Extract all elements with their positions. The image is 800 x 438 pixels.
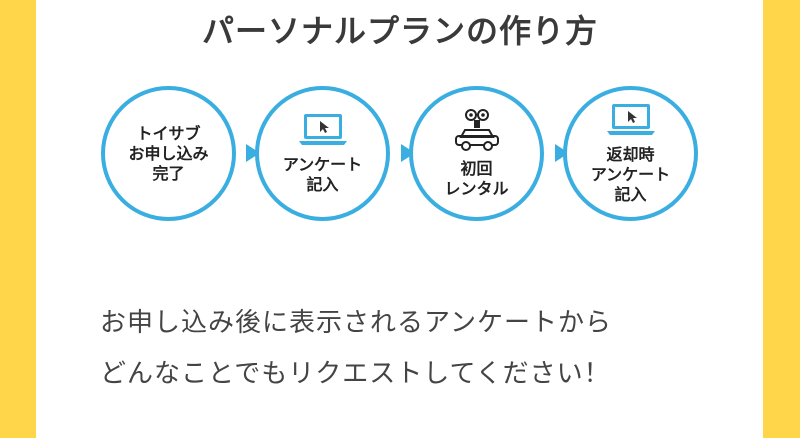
page-title: パーソナルプランの作り方 [201,12,598,50]
step-4-label: 返却時 アンケート 記入 [590,145,671,204]
yellow-border-left [0,0,36,438]
step-3-label: 初回 レンタル [444,159,509,198]
description-line-2: どんなことでもリクエストしてください！ [100,359,611,389]
step-1-circle: トイサブ お申し込み 完了 [101,86,236,221]
laptop-icon [298,112,348,153]
description: お申し込み後に表示されるアンケートから どんなことでもリクエストしてください！ [100,298,740,400]
step-2-circle: アンケート 記入 [255,86,390,221]
step-1-label: トイサブ お申し込み 完了 [128,123,209,183]
step-2-label: アンケート 記入 [282,155,363,194]
laptop-icon [606,102,656,143]
step-4-circle: 返却時 アンケート 記入 [563,86,698,221]
toy-car-robot-icon [451,108,503,157]
description-line-1: お申し込み後に表示されるアンケートから [100,308,612,338]
step-3-circle: 初回 レンタル [409,86,544,221]
yellow-border-right [763,0,800,438]
